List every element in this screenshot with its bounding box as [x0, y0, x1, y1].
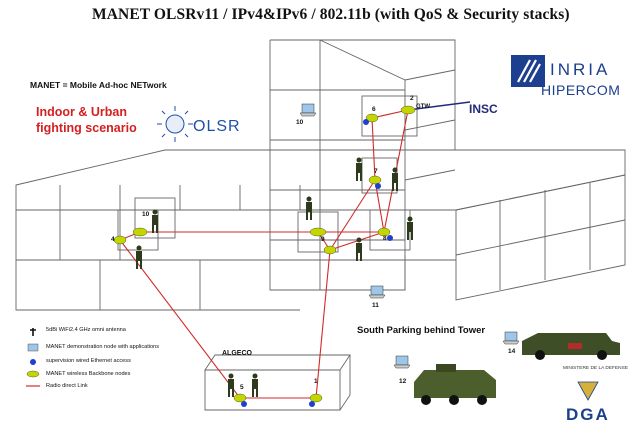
legend-item: supervision wired Ethernet access: [46, 358, 131, 364]
ministry-label: MINISTERE DE LA DEFENSE: [563, 366, 629, 371]
node-number: 9: [321, 236, 325, 243]
vehicles: [414, 333, 620, 405]
node-number: 12: [399, 378, 407, 385]
node-number: 8: [383, 235, 387, 242]
scenario-label: Indoor & Urban fighting scenario: [36, 104, 137, 136]
scenario-line-2: fighting scenario: [36, 121, 137, 135]
insc-label: INSC: [469, 102, 498, 116]
inria-logo-icon: [511, 55, 545, 87]
gateway-label: GTW: [416, 104, 430, 110]
soldier-icons: [136, 157, 413, 397]
hipercom-logo-text: HIPERCOM: [541, 82, 621, 98]
laptop-icons: [299, 103, 520, 369]
supervision-dots: [241, 119, 393, 407]
buildings: [15, 39, 626, 411]
node-number: 2: [410, 95, 414, 102]
jeep-icon: [522, 333, 620, 360]
backbone-nodes: [113, 105, 416, 403]
legend-item: MANET wireless Backbone nodes: [46, 371, 131, 377]
legend-icons: [26, 328, 40, 387]
scenario-line-1: Indoor & Urban: [36, 105, 127, 119]
dga-emblem-icon: [577, 381, 599, 401]
olsr-sun-icon: [157, 106, 193, 142]
inria-logo-text: INRIA: [550, 60, 611, 79]
node-number: 7: [374, 168, 378, 175]
insc-link: [407, 101, 471, 111]
node-number: 11: [372, 302, 379, 309]
olsr-logo-text: OLSR: [193, 118, 241, 135]
node-number: 6: [372, 106, 376, 113]
node-number: 5: [240, 384, 244, 391]
legend-item: 5dBi WiFi2.4 GHz omni antenna: [46, 327, 126, 333]
legend-item: Radio direct Link: [46, 383, 88, 389]
armored-vehicle-icon: [414, 364, 496, 405]
dga-logo-text: DGA: [566, 405, 610, 424]
legend-item: MANET demonstration node with applicatio…: [46, 344, 160, 350]
node-number: 10: [296, 119, 304, 126]
node-number: 14: [508, 348, 516, 355]
node-number: 4: [111, 236, 115, 243]
node-number: 1: [314, 378, 318, 385]
page-title: MANET OLSRv11 / IPv4&IPv6 / 802.11b (wit…: [92, 6, 570, 23]
manet-definition: MANET = Mobile Ad-hoc NETwork: [30, 80, 167, 90]
algeco-label: ALGECO: [222, 350, 252, 357]
node-number: 10: [142, 211, 150, 218]
parking-label: South Parking behind Tower: [357, 325, 486, 336]
